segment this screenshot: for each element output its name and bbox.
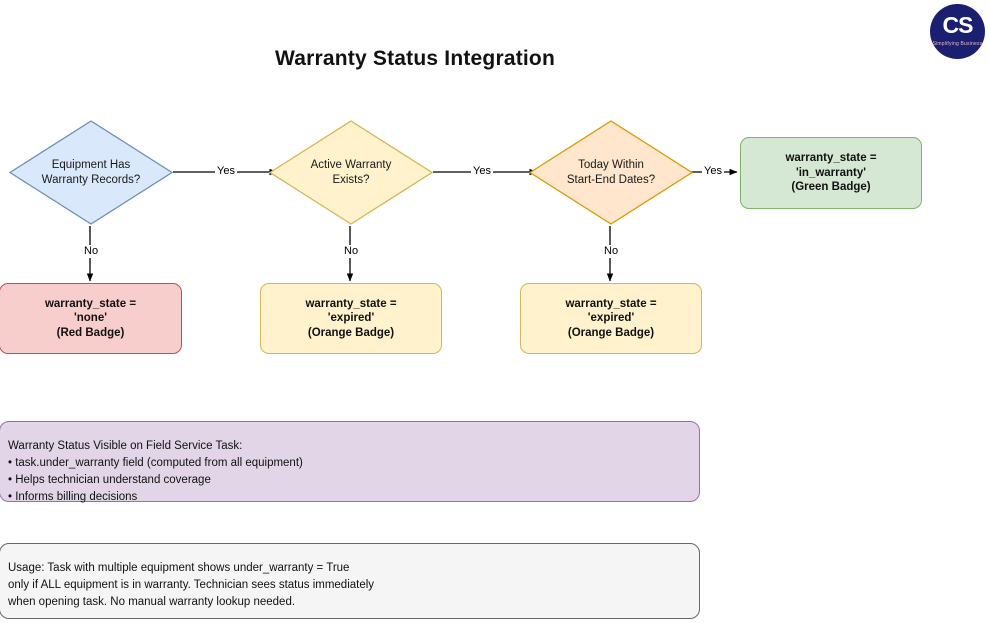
edge-label-yes-3: Yes — [702, 165, 724, 178]
outcome-line-3: (Green Badge) — [791, 181, 871, 194]
outcome-none[interactable]: warranty_state = 'none' (Red Badge) — [0, 283, 182, 354]
outcome-line-1: warranty_state = — [305, 297, 397, 310]
company-logo: CS Simplifying Business — [930, 4, 985, 59]
outcome-expired-no-active-warranty[interactable]: warranty_state = 'expired' (Orange Badge… — [260, 283, 442, 354]
edge-label-no-1: No — [82, 245, 101, 258]
note-line: Warranty Status Visible on Field Service… — [8, 440, 243, 452]
edge-label-yes-1: Yes — [215, 165, 237, 178]
note-line: • Informs billing decisions — [8, 491, 138, 503]
decision-equipment-has-warranty-records[interactable]: Equipment Has Warranty Records? — [9, 120, 173, 225]
outcome-line-1: warranty_state = — [44, 297, 137, 310]
logo-monogram: CS — [942, 12, 974, 38]
note-warranty-status-visibility: Warranty Status Visible on Field Service… — [0, 421, 700, 503]
note-line: only if ALL equipment is in warranty. Te… — [8, 579, 375, 591]
page-title: Warranty Status Integration — [275, 47, 555, 70]
decision-active-warranty-exists[interactable]: Active Warranty Exists? — [269, 120, 433, 225]
edge-label-no-3: No — [602, 245, 621, 258]
outcome-line-2: 'none' — [74, 312, 107, 325]
outcome-in-warranty[interactable]: warranty_state = 'in_warranty' (Green Ba… — [740, 137, 922, 209]
outcome-line-1: warranty_state = — [565, 297, 657, 310]
outcome-expired-out-of-date-range[interactable]: warranty_state = 'expired' (Orange Badge… — [520, 283, 702, 354]
outcome-line-2: 'expired' — [587, 312, 635, 325]
outcome-line-3: (Orange Badge) — [307, 326, 395, 339]
outcome-line-1: warranty_state = — [785, 152, 877, 165]
note-line: when opening task. No manual warranty lo… — [8, 596, 296, 608]
note-line: Usage: Task with multiple equipment show… — [8, 562, 350, 574]
outcome-line-2: 'expired' — [327, 312, 375, 325]
note-line: • Helps technician understand coverage — [8, 474, 211, 486]
edge-label-no-2: No — [342, 245, 361, 258]
outcome-line-3: (Red Badge) — [56, 326, 125, 339]
note-usage: Usage: Task with multiple equipment show… — [0, 543, 700, 619]
logo-tagline: Simplifying Business — [932, 40, 983, 48]
note-line: • task.under_warranty field (computed fr… — [8, 457, 303, 469]
decision-today-within-start-end-dates[interactable]: Today Within Start-End Dates? — [529, 120, 693, 225]
outcome-line-2: 'in_warranty' — [795, 166, 867, 179]
outcome-line-3: (Orange Badge) — [567, 326, 655, 339]
edge-label-yes-2: Yes — [471, 165, 493, 178]
